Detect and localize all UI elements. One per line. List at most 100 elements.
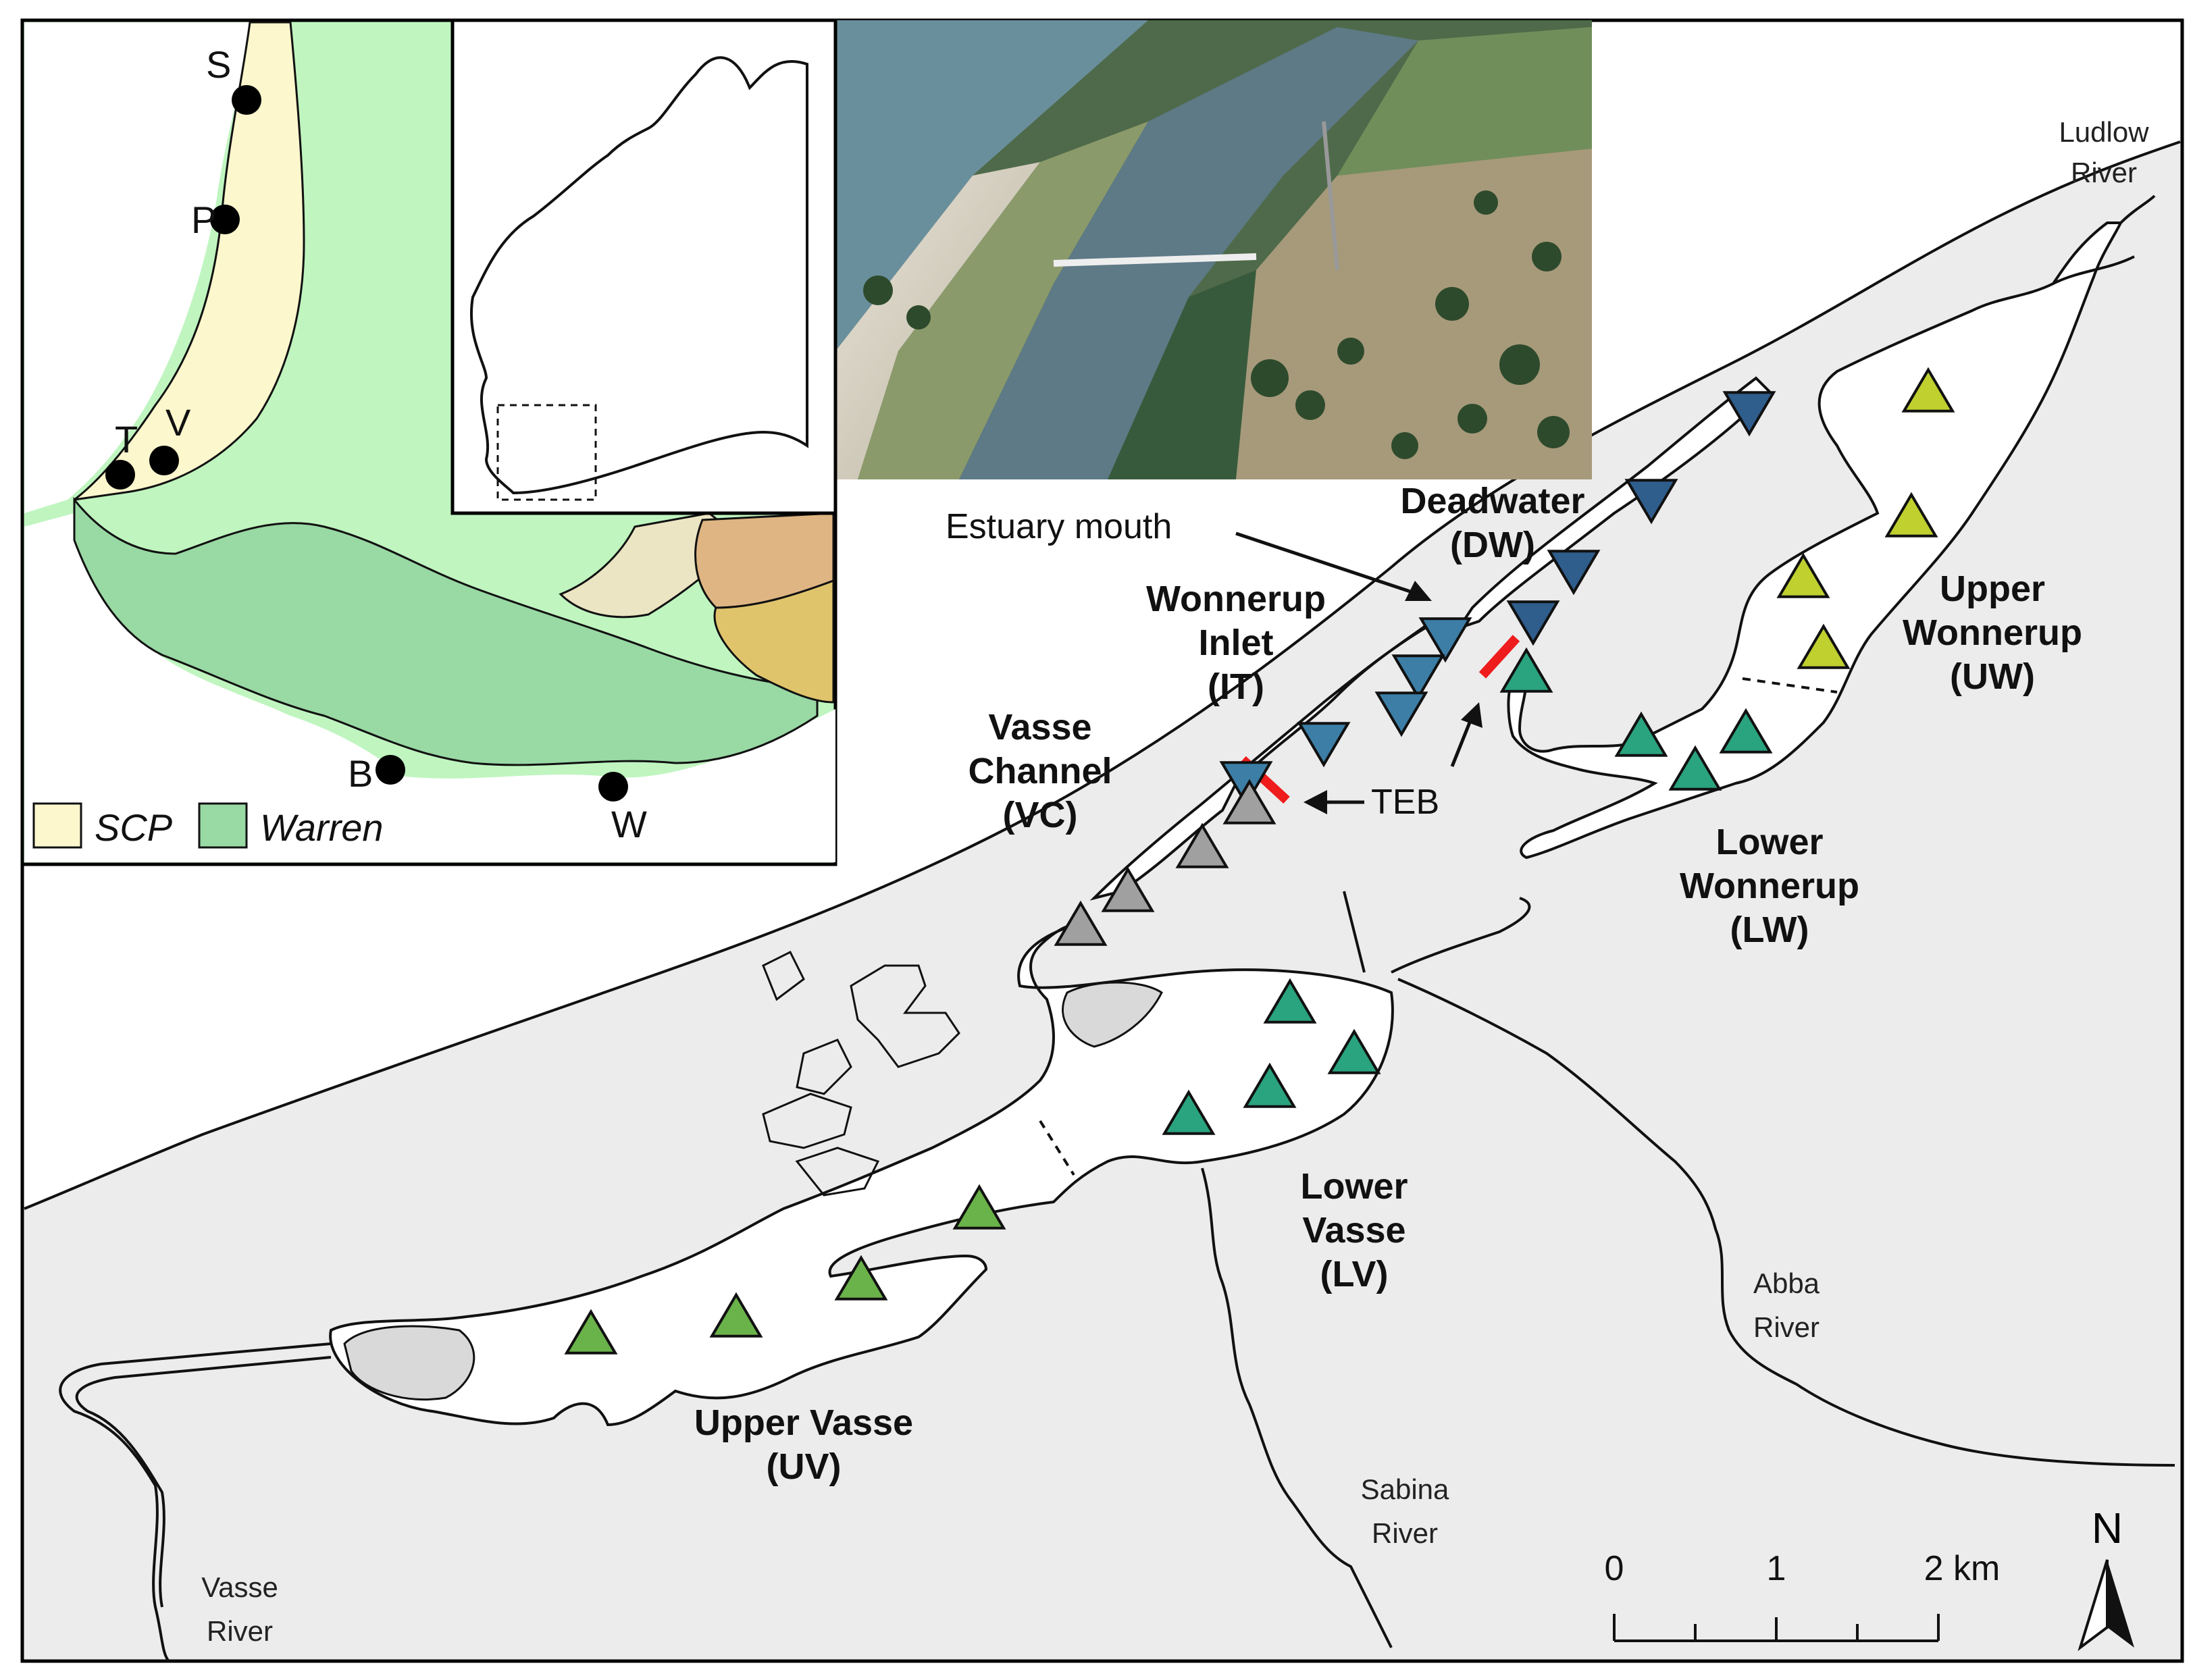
inset-ocean	[24, 22, 250, 513]
north-label: N	[2092, 1504, 2123, 1552]
lw-line-3: (LW)	[1730, 910, 1809, 950]
legend-scp-swatch	[32, 802, 82, 849]
uv-site-1	[952, 1184, 1006, 1230]
lv-line-2: Vasse	[1302, 1210, 1405, 1251]
vc-line-1: Vasse	[988, 707, 1091, 747]
town-w-dot	[598, 772, 628, 802]
abba-line-2: River	[1753, 1311, 1820, 1343]
uw-line-1: Upper	[1940, 569, 2045, 609]
wonnerup-lagoon	[1507, 221, 2123, 860]
uv-site-4	[564, 1309, 618, 1355]
it-site-1	[1418, 617, 1472, 663]
inset-region-tan3	[713, 579, 835, 704]
vc-site-1	[1222, 779, 1276, 824]
lv-line-3: (LV)	[1320, 1254, 1389, 1294]
town-t-label: T	[115, 418, 138, 461]
estuary-water	[329, 221, 2123, 1427]
region-dividers	[1039, 677, 1838, 1176]
town-p-dot	[210, 205, 240, 234]
lw-line-2: Wonnerup	[1680, 866, 1859, 906]
vc-line-3: (VC)	[1003, 795, 1078, 835]
upper-wonnerup-label: Upper Wonnerup (UW)	[1903, 569, 2082, 697]
dw-site-1	[1722, 391, 1776, 437]
wonnerup-inlet-channel	[1089, 620, 1433, 901]
deadwater-label: Deadwater (DW)	[1400, 481, 1584, 565]
scale-tick-1: 1	[1767, 1549, 1786, 1588]
dw-site-4	[1506, 600, 1560, 646]
ludlow-river-line	[2053, 194, 2156, 285]
uw-line-3: (UW)	[1950, 656, 2035, 697]
uw-line-2: Wonnerup	[1903, 612, 2082, 653]
lv-line-1: Lower	[1300, 1166, 1408, 1207]
vc-site-3	[1101, 866, 1155, 912]
uw-site-2	[1776, 552, 1830, 598]
it-site-3	[1374, 691, 1428, 737]
abba-river-label: Abba River	[1753, 1267, 1820, 1343]
rivers	[59, 194, 2175, 1662]
inset-warren-region	[73, 496, 819, 766]
lw-site-2	[1614, 711, 1668, 757]
deadwater-line-1: Deadwater	[1400, 481, 1584, 521]
legend-warren-swatch	[198, 802, 248, 849]
estuary-mouth-label: Estuary mouth	[946, 507, 1172, 546]
vasse-river-line	[59, 1342, 332, 1662]
vasse-river-line-2	[75, 1356, 332, 1608]
teb-bar-2	[1478, 635, 1520, 679]
teb-label: TEB	[1371, 783, 1439, 822]
town-v-dot	[149, 446, 179, 475]
canals	[762, 950, 960, 1197]
uw-site-1	[1797, 623, 1851, 669]
sampling-sites	[564, 367, 1955, 1355]
uv-site-3	[709, 1292, 763, 1338]
lower-vasse-lagoon	[329, 924, 1394, 1427]
uw-site-3	[1884, 492, 1938, 537]
inlet-line-1: Wonnerup	[1146, 579, 1326, 619]
town-v-label: V	[165, 401, 191, 444]
lower-wonnerup-label: Lower Wonnerup (LW)	[1680, 822, 1859, 950]
wonnerup-inlet-label: Wonnerup Inlet (IT)	[1146, 579, 1326, 707]
it-site-4	[1297, 722, 1351, 768]
uv-line-2: (UV)	[767, 1446, 842, 1487]
uw-site-4	[1901, 367, 1955, 413]
lv-site-3	[1243, 1062, 1297, 1108]
lw-line-1: Lower	[1715, 822, 1823, 862]
island-upper-vasse	[343, 1325, 475, 1401]
australia-inset-frame	[450, 18, 837, 515]
scale-tick-0: 0	[1605, 1549, 1624, 1588]
deadwater-channel	[1455, 376, 1772, 631]
north-arrow-icon: N	[2078, 1504, 2134, 1652]
inset-ocean-south	[24, 513, 835, 862]
dw-site-3	[1547, 550, 1601, 596]
it-site-2	[1391, 654, 1445, 700]
inlet-line-2: Inlet	[1198, 623, 1273, 663]
town-t-dot	[105, 460, 135, 490]
upper-vasse-label: Upper Vasse (UV)	[694, 1402, 913, 1487]
lw-site-1	[1499, 647, 1553, 693]
island-lower-vasse	[1062, 981, 1163, 1048]
ludlow-river-label: Ludlow River	[2059, 116, 2149, 188]
scale-bar: 0 1 2 km	[1605, 1549, 2001, 1642]
sabina-river-line	[1201, 1167, 1393, 1648]
scale-tick-2: 2 km	[1924, 1549, 2001, 1588]
lv-site-2	[1327, 1028, 1381, 1074]
vasse-channel-label: Vasse Channel (VC)	[968, 707, 1112, 835]
deadwater-line-2: (DW)	[1450, 525, 1535, 565]
sabina-river-label: Sabina River	[1361, 1473, 1449, 1549]
uv-site-2	[834, 1255, 888, 1301]
lv-site-1	[1263, 978, 1317, 1024]
vasse-river-line-2: River	[207, 1615, 273, 1647]
lw-site-4	[1719, 708, 1773, 754]
vasse-river-label: Vasse River	[201, 1571, 278, 1647]
coastline	[24, 140, 2181, 1210]
teb-arrow-2	[1450, 715, 1474, 767]
ludlow-line-2: River	[2071, 157, 2137, 188]
western-australia-outline	[470, 56, 808, 495]
estuary-mouth-arrow	[1235, 531, 1419, 596]
vc-line-2: Channel	[968, 751, 1112, 791]
inlet-line-3: (IT)	[1208, 666, 1264, 707]
town-s-dot	[232, 85, 261, 115]
inset-scp-region	[74, 21, 305, 501]
town-p-label: P	[191, 199, 216, 241]
town-w-label: W	[611, 803, 647, 845]
